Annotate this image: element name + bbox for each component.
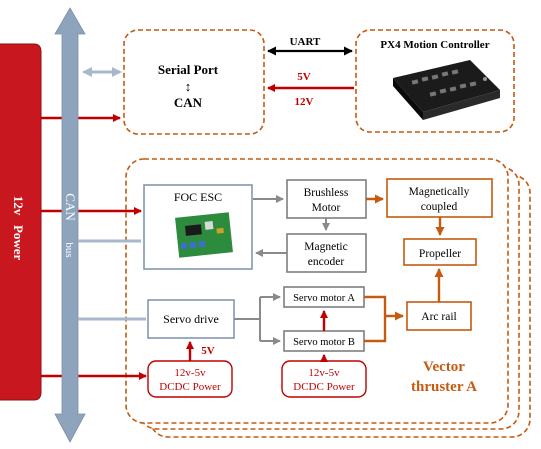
- power-bus: [0, 43, 42, 401]
- dcdc-power-1-label-2: DCDC Power: [159, 381, 221, 393]
- propeller-box: [403, 238, 477, 266]
- servo-drive-box: [147, 299, 235, 339]
- uart-label: UART: [290, 36, 321, 48]
- foc-esc-label: FOC ESC: [174, 190, 222, 204]
- magnetic-encoder-label-2: encoder: [308, 256, 345, 268]
- brushless-motor-label-1: Brushless: [304, 187, 349, 199]
- px4-label: PX4 Motion Controller: [380, 39, 489, 51]
- dcdc-power-2-label-1: 12v-5v: [308, 367, 340, 379]
- servo-drive-split: [234, 297, 261, 341]
- px4-controller-image: [393, 60, 500, 120]
- serial-arrow-icon: ↕: [185, 79, 192, 94]
- brushless-motor-label-2: Motor: [312, 202, 341, 214]
- thruster-title-1: Vector: [423, 359, 465, 375]
- magnetic-encoder-label-1: Magnetic: [304, 241, 347, 253]
- arc-rail-box: [406, 301, 472, 331]
- thruster-title-2: thruster A: [411, 379, 477, 395]
- serial-port-box: [123, 29, 265, 135]
- servo-motor-a-label: Servo motor A: [293, 293, 355, 304]
- v5-label: 5V: [297, 71, 311, 83]
- can-label-sub: bus: [63, 242, 75, 257]
- can-label-main: CAN: [63, 193, 78, 221]
- serial-port-label: Serial Port: [158, 62, 219, 77]
- servo-drive-label: Servo drive: [163, 312, 219, 326]
- can-bus: [54, 7, 86, 443]
- servo-5v-label: 5V: [201, 345, 215, 357]
- dcdc-power-2-label-2: DCDC Power: [293, 381, 355, 393]
- v12-label: 12V: [295, 96, 314, 108]
- arc-rail-label: Arc rail: [421, 311, 456, 323]
- brushless-motor-box: [286, 179, 367, 219]
- serial-can-label: CAN: [174, 95, 203, 110]
- magnetically-coupled-label-2: coupled: [421, 201, 458, 213]
- magnetic-encoder-box: [286, 233, 367, 273]
- power-label: 12v Power: [11, 196, 26, 261]
- dcdc-power-1-label-1: 12v-5v: [174, 367, 206, 379]
- servo-motor-b-label: Servo motor B: [293, 337, 355, 348]
- propeller-label: Propeller: [419, 248, 461, 260]
- magnetically-coupled-label-1: Magnetically: [409, 186, 470, 198]
- foc-board-image: [175, 212, 233, 258]
